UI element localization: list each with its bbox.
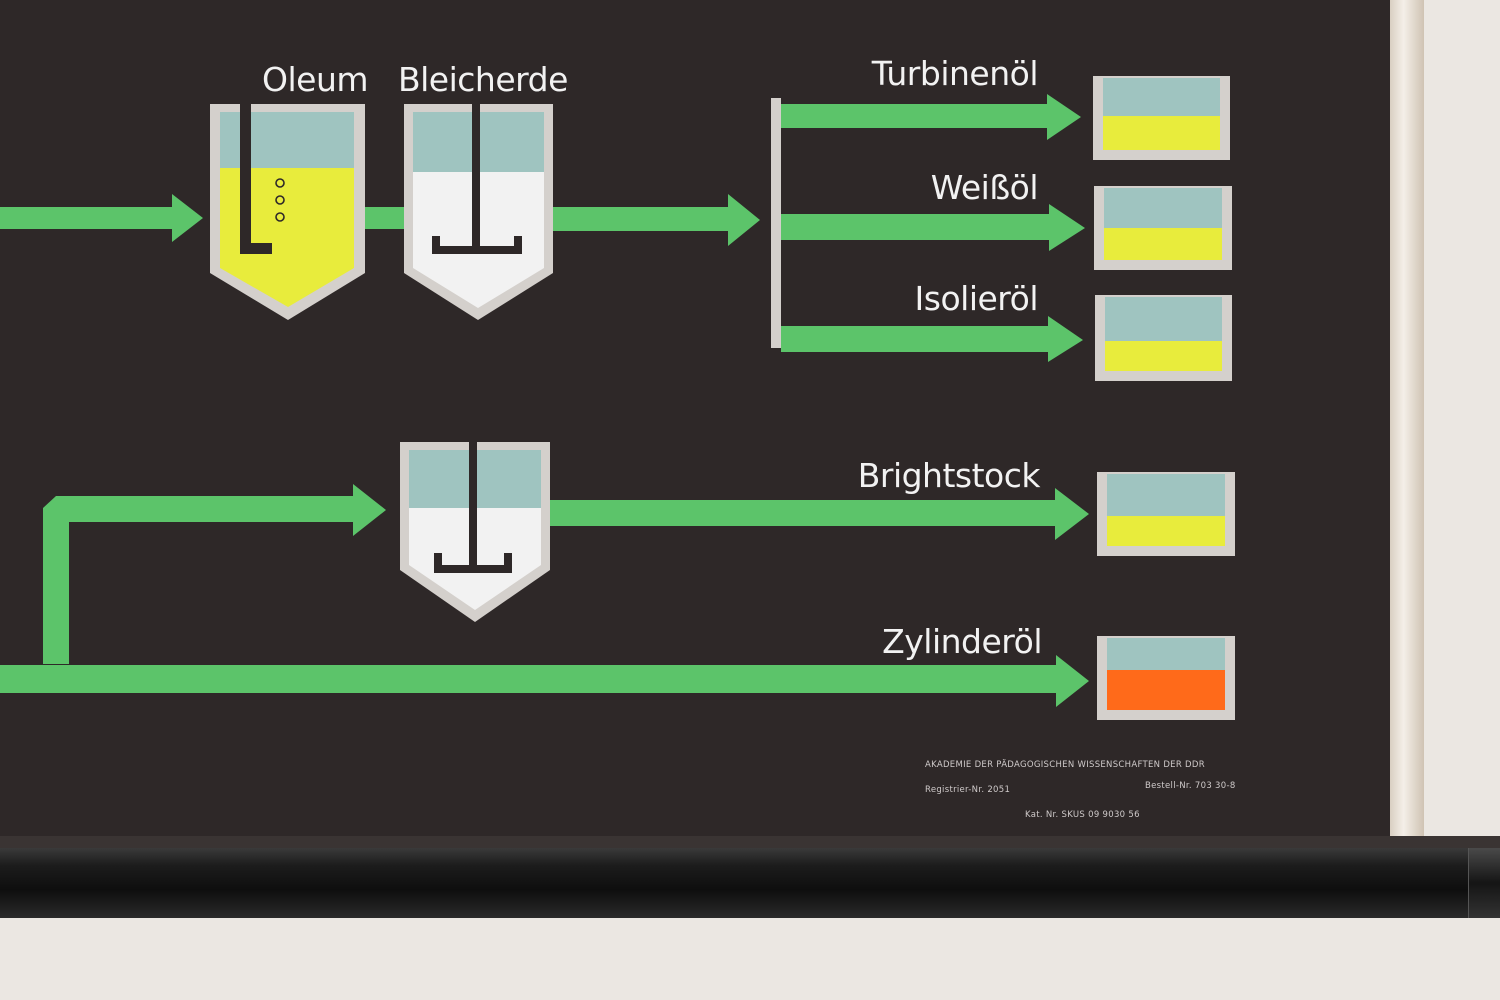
arrow-to-isolieroel <box>781 316 1083 362</box>
label-zylinderoel: Zylinderöl <box>882 622 1042 661</box>
paper-edge <box>1390 0 1424 850</box>
oleum-liquid-top <box>220 112 354 168</box>
arrow-to-turbinenoel <box>781 94 1081 140</box>
hanging-rod <box>0 848 1500 918</box>
order-number: Bestell-Nr. 703 30-8 <box>1145 781 1236 791</box>
bubble-icon <box>275 178 285 188</box>
connector-oleum-bleicherde <box>362 207 404 229</box>
tank-turbinenoel <box>1093 76 1230 160</box>
tank-weissoel <box>1094 186 1232 270</box>
arrow-to-splitter <box>553 194 760 246</box>
label-oleum: Oleum <box>262 60 369 99</box>
bleicherde-vessel <box>404 104 553 320</box>
label-bleicherde: Bleicherde <box>398 60 568 99</box>
label-isolieroel: Isolieröl <box>914 279 1039 318</box>
chart-bottom-edge <box>0 836 1500 850</box>
catalog-number: Kat. Nr. SKUS 09 9030 56 <box>1025 810 1140 820</box>
oleum-vessel <box>210 104 365 320</box>
bubble-icon <box>275 212 285 222</box>
flow-arrows <box>0 94 1089 707</box>
stirrer-shaft-icon <box>472 104 480 254</box>
arrow-to-oleum <box>0 194 203 242</box>
tank-brightstock <box>1097 472 1235 556</box>
rod-end-cap <box>1468 848 1500 918</box>
tank-zylinderoel <box>1097 636 1235 720</box>
arrow-to-zylinderoel <box>0 655 1089 707</box>
label-weissoel: Weißöl <box>930 168 1039 207</box>
tank-isolieroel <box>1095 295 1232 381</box>
refinery-flow-diagram <box>0 76 1235 720</box>
splitter-bar <box>771 98 781 348</box>
label-brightstock: Brightstock <box>857 456 1041 495</box>
lower-stirrer-vessel <box>400 442 550 622</box>
oleum-liquid-yellow <box>220 168 354 307</box>
arrow-to-brightstock <box>550 488 1089 540</box>
oleum-pipe-icon <box>240 104 251 254</box>
register-number: Registrier-Nr. 2051 <box>925 785 1011 795</box>
bubble-icon <box>275 195 285 205</box>
label-turbinenoel: Turbinenöl <box>871 54 1039 93</box>
arrow-to-lower-stirrer <box>43 484 386 664</box>
arrow-to-weissoel <box>781 204 1085 251</box>
publisher-line: AKADEMIE DER PÄDAGOGISCHEN WISSENSCHAFTE… <box>925 760 1205 770</box>
